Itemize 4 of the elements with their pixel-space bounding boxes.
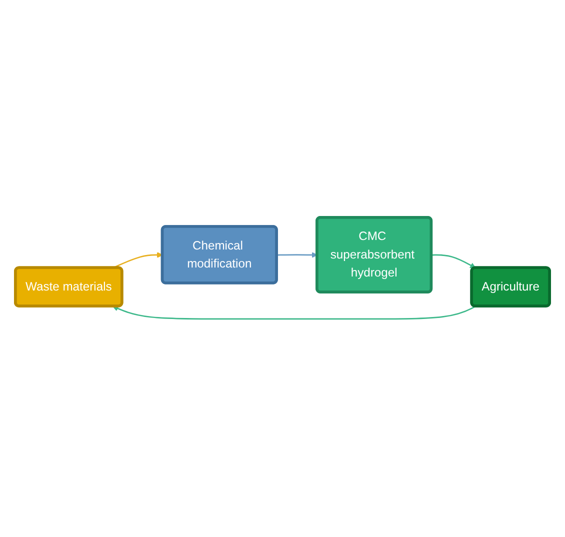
- arrow: [112, 252, 163, 269]
- arrow: [276, 252, 318, 258]
- arrow: [112, 306, 476, 320]
- arrow: [432, 254, 476, 269]
